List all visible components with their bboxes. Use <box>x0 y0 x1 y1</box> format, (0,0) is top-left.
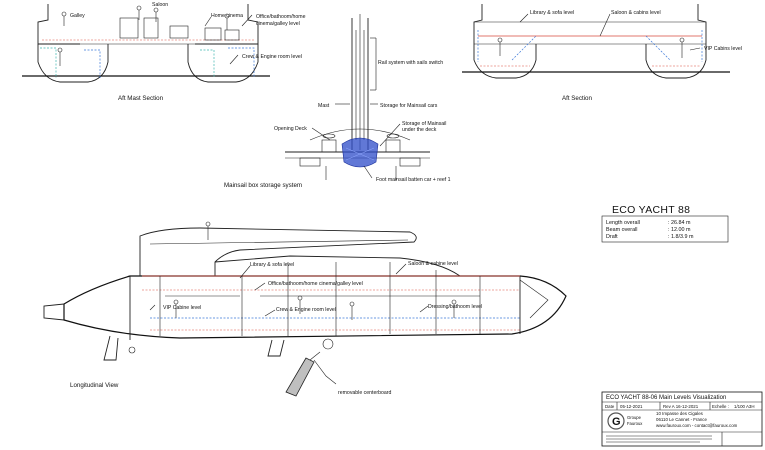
label-lv-office-level: Office/bathoom/home cinema/galley level <box>268 281 363 287</box>
label-vip-cabins: VIP Cabins level <box>704 46 742 52</box>
tb-scale-label: Echelle : <box>712 404 729 409</box>
label-mast: Mast <box>318 103 330 109</box>
caption-mainsail-box: Mainsail box storage system <box>224 182 302 189</box>
specs-title: ECO YACHT 88 <box>612 204 690 216</box>
spec-value: : 12.00 m <box>668 227 691 233</box>
label-library-sofa: Library & sofa level <box>530 10 574 16</box>
label-galley: Galley <box>70 13 85 19</box>
tb-date-value: 05-12-2021 <box>620 404 643 409</box>
label-lv-dressing: Dressing/bathoom level <box>428 304 482 310</box>
label-centerboard: removable centerboard <box>338 390 391 396</box>
label-rail-system: Rail system with sails switch <box>378 60 443 66</box>
caption-aft-section: Aft Section <box>562 95 592 102</box>
aft-section: Library & sofa level Saloon & cabins lev… <box>462 4 742 102</box>
tb-rev: Rev A 16-12-2021 <box>663 404 699 409</box>
label-storage-cars: Storage for Mainsail cars <box>380 103 438 109</box>
tb-web: www.fauroux.com - contact@fauroux.com <box>656 423 738 428</box>
spec-label: Draft <box>606 234 618 240</box>
label-home-cinema: Home cinema <box>211 13 243 19</box>
label-lv-vip-cabine: VIP Cabine level <box>163 305 201 311</box>
logo-letter: G <box>612 416 621 428</box>
tb-scale-value: 1/100 A3H <box>734 404 755 409</box>
label-crew-engine: Crew & Engine room level <box>242 54 302 60</box>
label-foot-mainsail: Foot mainsail batten car + reef 1 <box>376 177 451 183</box>
label-lv-crew-engine: Crew & Engine room level <box>276 307 336 313</box>
longitudinal-view: Library & sofa level Saloon & cabine lev… <box>43 221 567 397</box>
mast-detail: Rail system with sails switch Mast Stora… <box>224 14 451 189</box>
label-office-level: Office/bathoom/home <box>256 14 306 20</box>
spec-value: : 1.8/3.9 m <box>668 234 694 240</box>
logo-text-1: Groupe <box>627 415 642 420</box>
label-office-level-2: cinema/galley level <box>256 21 300 27</box>
logo-text-2: Fauroux <box>627 421 643 426</box>
tb-date-label: Date <box>605 404 615 409</box>
label-saloon: Saloon <box>152 2 168 8</box>
fauroux-logo: G Groupe Fauroux <box>607 412 643 430</box>
title-block: ECO YACHT 88-06 Main Levels Visualizatio… <box>601 391 763 447</box>
tb-address-2: 06110 Le Cannet - France <box>656 417 707 422</box>
caption-aft-mast-section: Aft Mast Section <box>118 95 164 102</box>
spec-value: : 26.84 m <box>668 220 691 226</box>
label-storage-mainsail-2: under the deck <box>402 127 437 133</box>
label-opening-deck: Opening Deck <box>274 126 307 132</box>
tb-title: ECO YACHT 88-06 Main Levels Visualizatio… <box>606 395 726 401</box>
aft-mast-section: Galley Saloon Home cinema Office/bathoom… <box>22 2 306 102</box>
label-lv-library-sofa: Library & sofa level <box>250 262 294 268</box>
spec-label: Beam overall <box>606 227 637 233</box>
specs-block: ECO YACHT 88 Length overall : 26.84 m Beam… <box>601 204 729 243</box>
spec-label: Length overall <box>606 220 640 226</box>
label-saloon-cabins: Saloon & cabins level <box>611 10 661 16</box>
tb-address-1: 10 Impasse des Cigales <box>656 411 704 416</box>
caption-longitudinal-view: Longitudinal View <box>70 382 119 389</box>
label-lv-saloon-cabine: Saloon & cabine level <box>408 261 458 267</box>
label-storage-mainsail-1: Storage of Mainsail <box>402 121 446 127</box>
